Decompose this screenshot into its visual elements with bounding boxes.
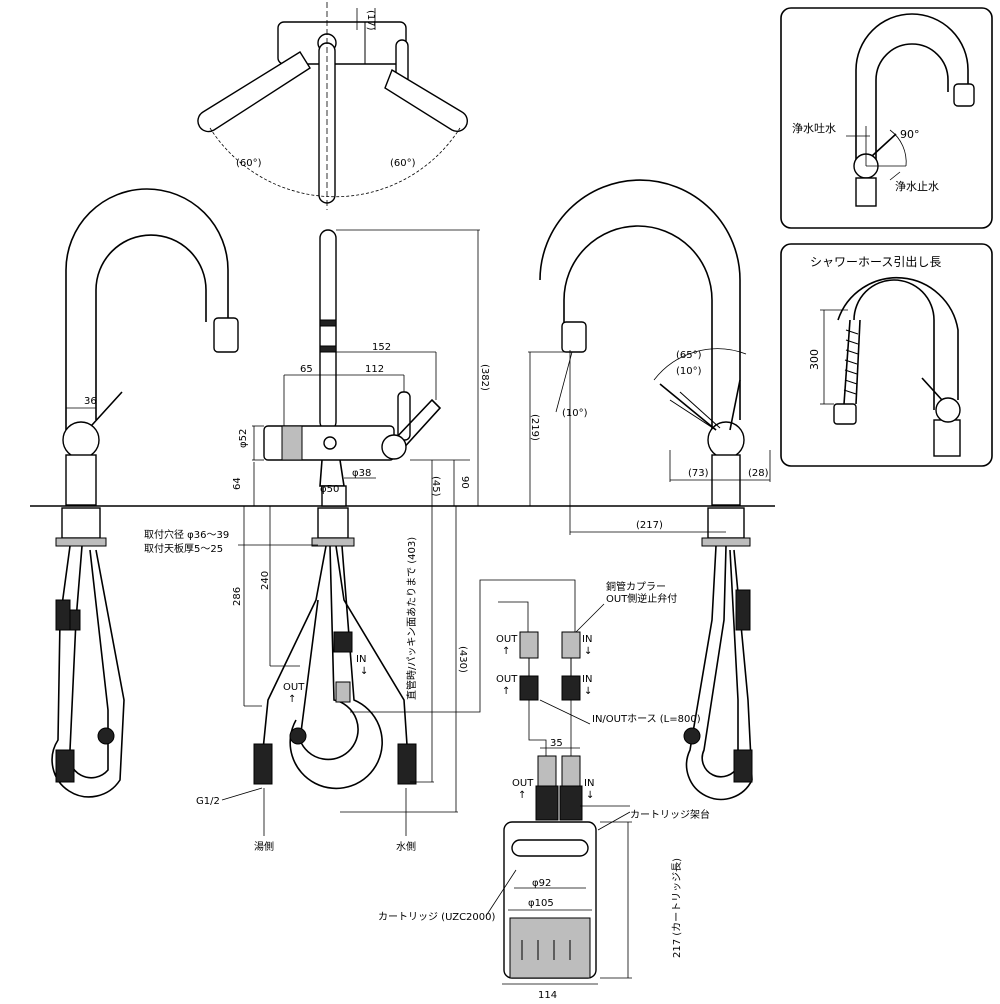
inset-hose-pullout bbox=[780, 243, 993, 467]
dim-382: (382) bbox=[479, 364, 490, 391]
in-arrow-front: ↓ bbox=[360, 666, 368, 677]
dim-217b-label: 217 (カートリッジ長) bbox=[671, 858, 683, 958]
mount-plate-label: 取付天板厚5～25 bbox=[144, 542, 223, 555]
dim-36: 36 bbox=[84, 396, 97, 407]
dim-73-label: (73) bbox=[688, 468, 709, 479]
water-side-label: 水側 bbox=[396, 840, 416, 853]
angle-10b-label: (10°) bbox=[676, 366, 702, 377]
dim-35-label: 35 bbox=[550, 738, 563, 749]
front-dimensions: 152 65 112 φ52 64 φ38 φ50 (382) (45) 90 … bbox=[232, 229, 490, 813]
phi105-label: φ105 bbox=[528, 898, 554, 909]
in-arrow-mid: ↓ bbox=[584, 686, 592, 697]
hose-label: IN/OUTホース (L=800) bbox=[592, 713, 701, 725]
dim-240: 240 bbox=[260, 571, 271, 590]
phi92-label: φ92 bbox=[532, 878, 551, 889]
inset-angle-label: 90° bbox=[900, 128, 920, 141]
left-side-view: 36 bbox=[51, 188, 239, 798]
out-label-front: OUT bbox=[283, 682, 305, 693]
cartridge-stand-label: カートリッジ架台 bbox=[630, 808, 710, 821]
in-label-front: IN bbox=[356, 654, 366, 665]
stop-label: 浄水止水 bbox=[895, 179, 939, 193]
coupler-label-2: OUT側逆止弁付 bbox=[606, 592, 677, 605]
in-arrow-lower: ↓ bbox=[586, 790, 594, 801]
out-arrow-upper: ↑ bbox=[502, 646, 510, 657]
out-label-mid: OUT bbox=[496, 674, 518, 685]
spout-label: 浄水吐水 bbox=[792, 121, 836, 135]
out-arrow-front: ↑ bbox=[288, 694, 296, 705]
out-arrow-mid: ↑ bbox=[502, 686, 510, 697]
in-label-upper: IN bbox=[582, 634, 592, 645]
angle-65-label: (65°) bbox=[676, 350, 702, 361]
coupler-label-1: 銅管カプラー bbox=[606, 580, 666, 593]
inset-hose-title: シャワーホース引出し長 bbox=[810, 255, 941, 269]
top-view: (60°) (60°) (17) bbox=[197, 2, 468, 210]
inset-spout-toggle bbox=[780, 7, 993, 229]
cartridge-assembly bbox=[350, 579, 632, 985]
out-label-upper: OUT bbox=[496, 634, 518, 645]
front-view bbox=[253, 229, 442, 790]
dim-114-label: 114 bbox=[538, 990, 557, 1000]
angle-right-label: (60°) bbox=[390, 158, 416, 169]
dim-430: (430) bbox=[457, 646, 468, 673]
dim-217-label: (217) bbox=[636, 520, 663, 531]
out-label-lower: OUT bbox=[512, 778, 534, 789]
angle-left-label: (60°) bbox=[236, 158, 262, 169]
in-label-mid: IN bbox=[582, 674, 592, 685]
dim-112: 112 bbox=[365, 364, 384, 375]
hot-side-label: 湯側 bbox=[254, 840, 274, 853]
dim-65: 65 bbox=[300, 364, 313, 375]
top-width-label: (17) bbox=[365, 10, 376, 31]
right-dimensions: (219) (10°) (65°) (10°) (73) (28) (217) bbox=[528, 348, 771, 535]
in-label-lower: IN bbox=[584, 778, 594, 789]
phi38-label: φ38 bbox=[352, 468, 371, 479]
dim-152: 152 bbox=[372, 342, 391, 353]
dim-64: 64 bbox=[232, 477, 243, 490]
cartridge-label: カートリッジ (UZC2000) bbox=[378, 911, 496, 923]
dim-219: (219) bbox=[529, 414, 540, 441]
dim-90: 90 bbox=[459, 476, 470, 489]
g12-label: G1/2 bbox=[196, 796, 220, 807]
dim-45: (45) bbox=[430, 476, 441, 497]
dim-300-label: 300 bbox=[808, 349, 821, 370]
dim-28-label: (28) bbox=[748, 468, 769, 479]
phi52-label: φ52 bbox=[238, 429, 249, 448]
right-side-view bbox=[539, 179, 753, 801]
dim-286: 286 bbox=[232, 587, 243, 606]
mount-hole-label: 取付穴径 φ36～39 bbox=[144, 528, 229, 541]
out-arrow-lower: ↑ bbox=[518, 790, 526, 801]
in-arrow-upper: ↓ bbox=[584, 646, 592, 657]
angle-10a-label: (10°) bbox=[562, 408, 588, 419]
phi50-label: φ50 bbox=[320, 484, 339, 495]
dim-403: 直管時/パッキン面あたりまで (403) bbox=[405, 537, 418, 700]
